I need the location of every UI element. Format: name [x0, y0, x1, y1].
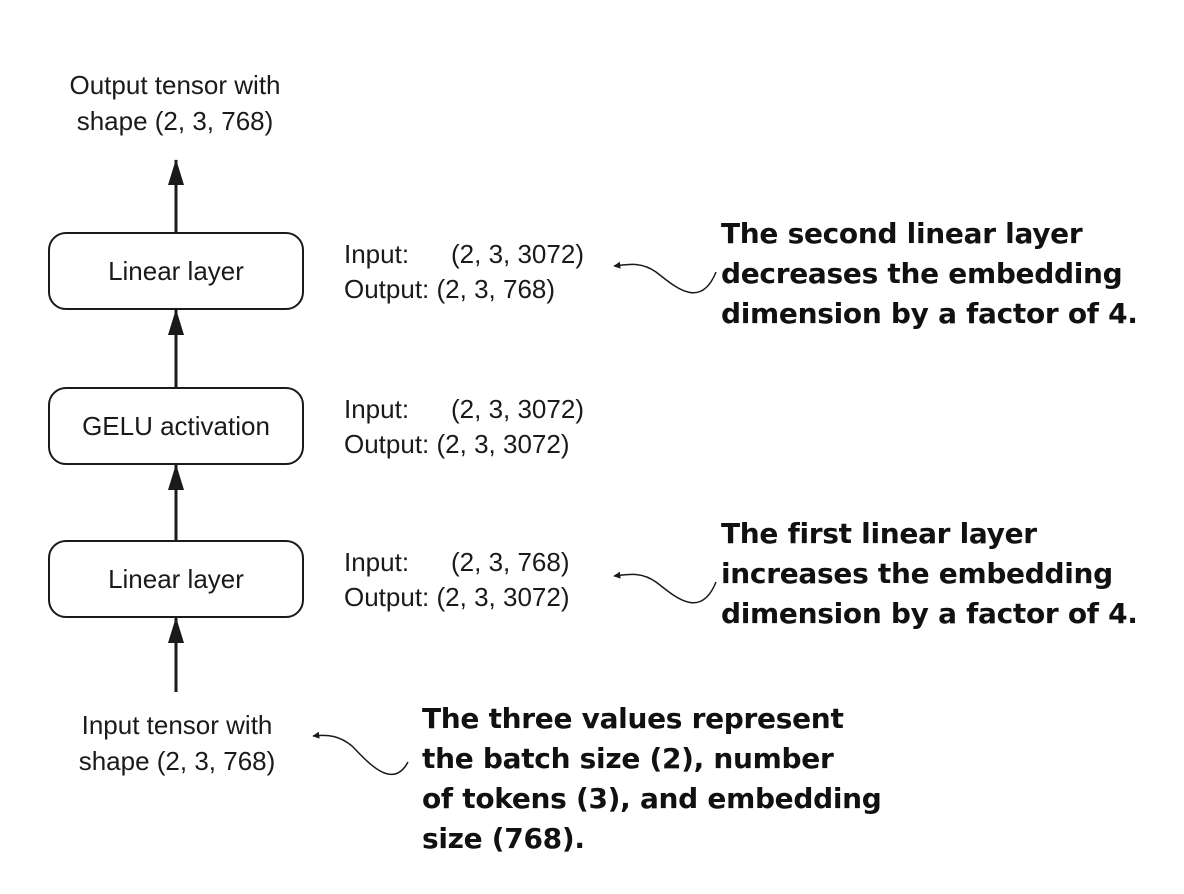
annotation-input-values-line2: the batch size (2), number: [422, 742, 834, 775]
gelu-activation-label: GELU activation: [82, 410, 270, 441]
linear-layer-top-box: Linear layer: [48, 232, 304, 310]
leader-input-values: [312, 731, 409, 776]
linear-layer-bottom-box: Linear layer: [48, 540, 304, 618]
linear-top-output-value: (2, 3, 768): [436, 274, 556, 304]
linear-top-input-value: (2, 3, 3072): [451, 239, 584, 269]
annotation-leaders: [312, 261, 717, 776]
annotation-input-values-line4: size (768).: [422, 822, 585, 855]
leader-second-linear: [613, 261, 717, 294]
flow-arrows: [168, 159, 184, 692]
annotation-first-linear-line1: The first linear layer: [721, 517, 1037, 550]
annotation-second-linear-line1: The second linear layer: [721, 217, 1083, 250]
linear-bottom-output-value: (2, 3, 3072): [436, 582, 570, 612]
annotation-first-linear-line2: increases the embedding: [721, 557, 1113, 590]
linear-bottom-shape-info: Input: (2, 3, 768) Output: (2, 3, 3072): [344, 545, 570, 615]
leader-first-linear: [613, 571, 717, 604]
annotation-second-linear-line3: dimension by a factor of 4.: [721, 297, 1138, 330]
linear-top-input-label: Input:: [344, 239, 410, 269]
linear-top-output-label: Output:: [344, 274, 430, 304]
linear-bottom-output-row: Output: (2, 3, 3072): [344, 580, 570, 615]
linear-bottom-input-label: Input:: [344, 547, 410, 577]
arrowhead-gelu-to-linear-top: [168, 309, 184, 335]
gelu-activation-box: GELU activation: [48, 387, 304, 465]
gelu-output-value: (2, 3, 3072): [436, 429, 570, 459]
gelu-shape-info: Input: (2, 3, 3072) Output: (2, 3, 3072): [344, 392, 584, 462]
input-tensor-line2: shape (2, 3, 768): [78, 746, 276, 776]
gelu-input-label: Input:: [344, 394, 410, 424]
annotation-second-linear: The second linear layer decreases the em…: [721, 214, 1138, 334]
annotation-input-values-line1: The three values represent: [422, 702, 844, 735]
output-tensor-line2: shape (2, 3, 768): [76, 106, 274, 136]
arrowhead-linear-top-to-output: [168, 159, 184, 185]
linear-top-output-row: Output: (2, 3, 768): [344, 272, 584, 307]
annotation-second-linear-line2: decreases the embedding: [721, 257, 1123, 290]
gelu-input-row: Input: (2, 3, 3072): [344, 392, 584, 427]
gelu-input-value: (2, 3, 3072): [451, 394, 584, 424]
annotation-input-values: The three values represent the batch siz…: [422, 699, 882, 859]
annotation-first-linear: The first linear layer increases the emb…: [721, 514, 1138, 634]
linear-bottom-input-row: Input: (2, 3, 768): [344, 545, 570, 580]
gelu-output-row: Output: (2, 3, 3072): [344, 427, 584, 462]
input-tensor-label: Input tensor with shape (2, 3, 768): [2, 707, 352, 779]
linear-top-shape-info: Input: (2, 3, 3072) Output: (2, 3, 768): [344, 237, 584, 307]
linear-top-input-row: Input: (2, 3, 3072): [344, 237, 584, 272]
annotation-first-linear-line3: dimension by a factor of 4.: [721, 597, 1138, 630]
linear-layer-bottom-label: Linear layer: [108, 563, 244, 594]
linear-bottom-output-label: Output:: [344, 582, 430, 612]
arrowhead-linear-bottom-to-gelu: [168, 464, 184, 490]
linear-bottom-input-value: (2, 3, 768): [451, 547, 570, 577]
output-tensor-label: Output tensor with shape (2, 3, 768): [0, 67, 350, 139]
annotation-input-values-line3: of tokens (3), and embedding: [422, 782, 882, 815]
linear-layer-top-label: Linear layer: [108, 255, 244, 286]
output-tensor-line1: Output tensor with: [69, 70, 281, 100]
input-tensor-line1: Input tensor with: [81, 710, 273, 740]
gelu-output-label: Output:: [344, 429, 430, 459]
arrowhead-input-to-linear-bottom: [168, 617, 184, 643]
